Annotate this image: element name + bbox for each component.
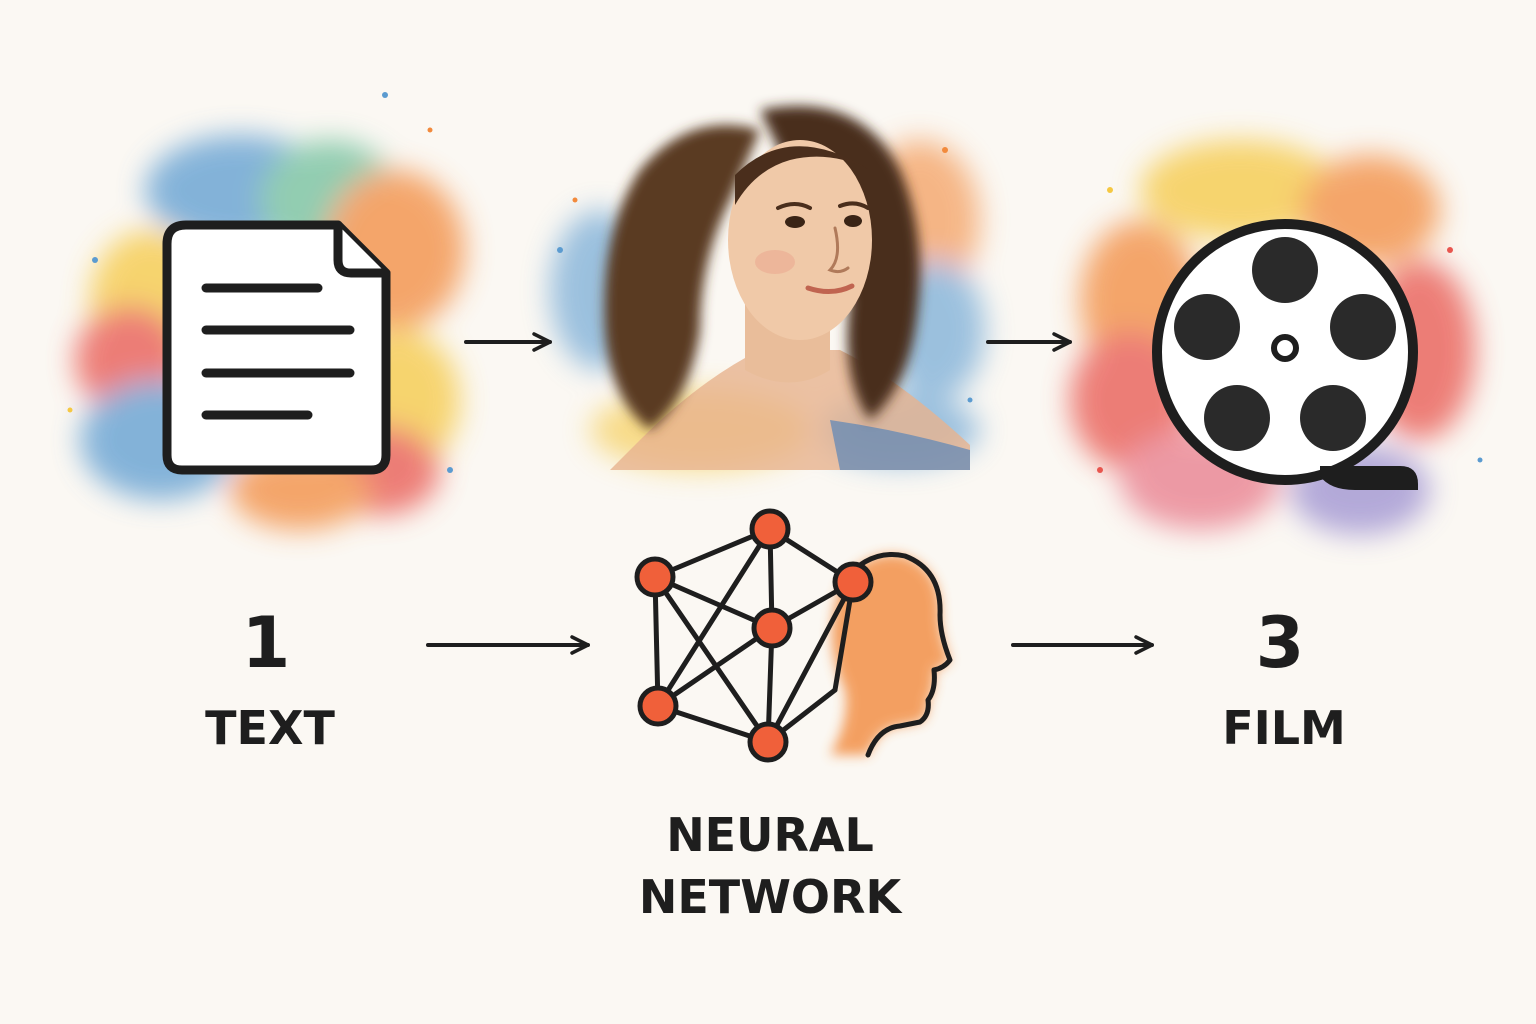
neural-label-line1: NEURAL — [666, 808, 874, 862]
step-3-number: 3 — [1255, 602, 1305, 684]
document-icon — [162, 220, 391, 475]
paint-specks — [67, 92, 1483, 473]
step-1-number: 1 — [241, 602, 291, 684]
neural-network-head-icon — [634, 508, 953, 763]
neural-label-line2: NETWORK — [638, 870, 902, 924]
portrait-image — [604, 106, 970, 470]
step-1-label: TEXT — [205, 701, 335, 755]
step-3-label: FILM — [1222, 701, 1346, 755]
film-reel-icon — [1152, 219, 1418, 490]
